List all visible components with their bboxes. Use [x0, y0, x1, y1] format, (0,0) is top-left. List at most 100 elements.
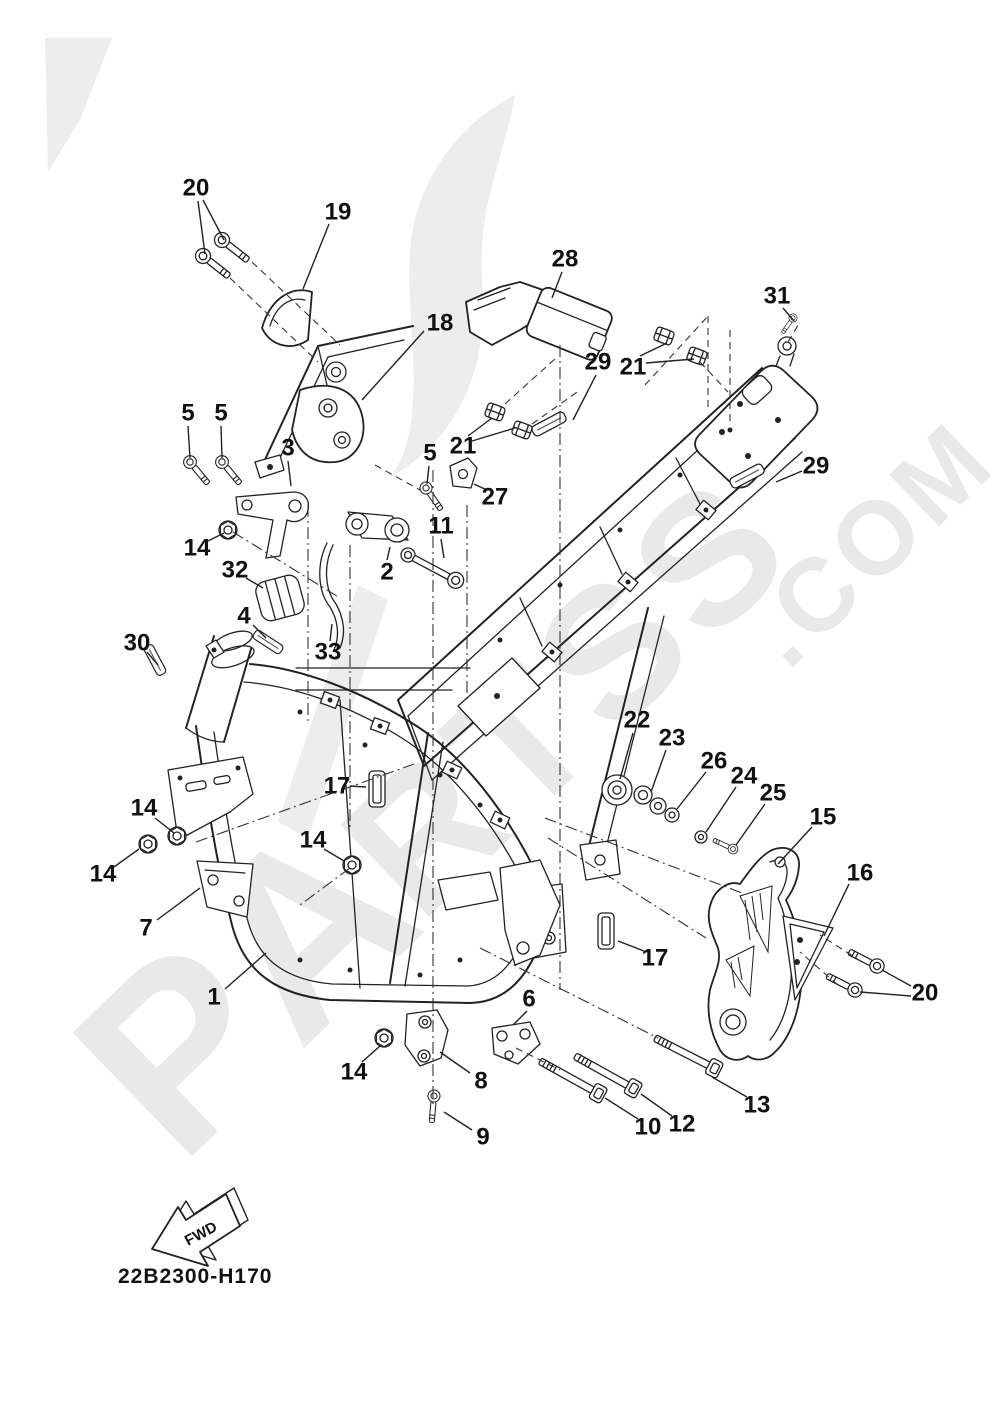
leader-line-21	[467, 417, 493, 437]
main-frame-art	[167, 427, 733, 1004]
construction-lines	[195, 261, 863, 1108]
leader-line-21	[639, 342, 668, 357]
part-label-32: 32	[222, 557, 249, 584]
leader-line-11	[440, 538, 445, 559]
watermark-swoosh	[390, 95, 515, 477]
bracket-2-art	[345, 511, 410, 543]
construction-line	[232, 531, 341, 599]
leader-line-1	[224, 952, 267, 990]
leader-line-15	[777, 826, 813, 865]
leader-line-20	[202, 199, 225, 241]
part-label-7: 7	[139, 915, 152, 942]
construction-line	[515, 1047, 561, 1071]
leader-line-7	[156, 887, 201, 921]
part-label-6: 6	[522, 986, 535, 1013]
construction-line	[195, 763, 415, 843]
part-label-3: 3	[281, 435, 294, 462]
leader-line-17	[617, 940, 645, 952]
part-label-11: 11	[428, 513, 453, 540]
part-label-17: 17	[642, 945, 669, 972]
part-label-4: 4	[237, 603, 251, 630]
leader-line-4	[252, 624, 267, 639]
construction-line	[251, 261, 341, 346]
plate-16-art	[782, 915, 834, 1001]
part-label-14: 14	[341, 1059, 368, 1086]
bracket-8-art	[404, 1009, 449, 1067]
leader-line-5	[220, 425, 223, 459]
bracket-7-art	[196, 860, 254, 918]
part-label-26: 26	[701, 748, 728, 775]
part-label-5: 5	[181, 400, 194, 427]
construction-line	[799, 951, 839, 986]
construction-line	[787, 321, 801, 343]
leader-line-17	[349, 785, 367, 788]
part-label-27: 27	[482, 484, 509, 511]
leader-line-6	[512, 1010, 528, 1026]
leader-line-8	[439, 1051, 471, 1074]
part-label-18: 18	[427, 310, 454, 337]
leader-line-20	[881, 969, 912, 987]
leader-line-30	[146, 651, 159, 666]
leader-line-32	[245, 577, 264, 589]
leader-line-2	[386, 546, 391, 561]
wire-33-art	[319, 542, 339, 651]
construction-line	[644, 315, 709, 386]
leader-line-14	[361, 1045, 381, 1063]
leader-line-10	[604, 1097, 639, 1120]
part-label-5: 5	[423, 440, 436, 467]
leader-line-24	[705, 786, 737, 833]
part-label-8: 8	[474, 1068, 487, 1095]
leader-line-25	[735, 803, 766, 846]
leader-line-9	[443, 1111, 473, 1131]
leader-line-20	[859, 991, 912, 997]
part-label-28: 28	[552, 246, 579, 273]
part-label-5: 5	[214, 400, 227, 427]
leader-line-21	[471, 427, 516, 442]
leader-line-14	[154, 817, 175, 834]
leader-line-13	[711, 1076, 748, 1098]
part-label-25: 25	[760, 780, 787, 807]
fwd-arrow-front	[151, 1193, 241, 1267]
construction-line	[531, 389, 581, 425]
part-label-20: 20	[183, 175, 210, 202]
bracket-3-art	[235, 491, 310, 559]
construction-line	[819, 934, 863, 963]
leader-line-3	[287, 460, 292, 487]
construction-line	[229, 277, 319, 363]
construction-line	[299, 867, 351, 906]
fasteners-art	[138, 228, 888, 1124]
leader-line-14	[207, 532, 225, 542]
leader-line-19	[302, 223, 330, 290]
leader-line-5	[426, 465, 430, 485]
part-label-33: 33	[315, 639, 342, 666]
construction-line	[374, 464, 421, 491]
leader-line-29	[572, 374, 597, 421]
part-label-31: 31	[764, 283, 791, 310]
part-label-14: 14	[300, 827, 327, 854]
part-label-30: 30	[124, 630, 151, 657]
leader-line-16	[823, 883, 850, 937]
leader-line-21	[645, 358, 695, 364]
side-guard-art	[707, 847, 803, 1061]
part-label-2: 2	[380, 559, 393, 586]
construction-line	[479, 947, 659, 1039]
leader-line-28	[551, 271, 563, 299]
part-label-12: 12	[669, 1111, 696, 1138]
part-label-1: 1	[207, 984, 220, 1011]
fwd-arrow-back	[159, 1187, 249, 1261]
leader-line-14	[323, 848, 345, 862]
leader-line-20	[197, 200, 206, 255]
watermark-corner-wedge	[45, 38, 112, 172]
part-label-24: 24	[731, 763, 758, 790]
part-label-21: 21	[620, 354, 647, 381]
diagram-code: 22B2300-H170	[118, 1265, 272, 1288]
part-label-29: 29	[585, 349, 612, 376]
construction-line	[699, 361, 729, 393]
construction-line	[544, 817, 743, 894]
leader-line-12	[640, 1093, 673, 1117]
fwd-arrow: FWD	[151, 1187, 249, 1267]
part-label-20: 20	[912, 980, 939, 1007]
